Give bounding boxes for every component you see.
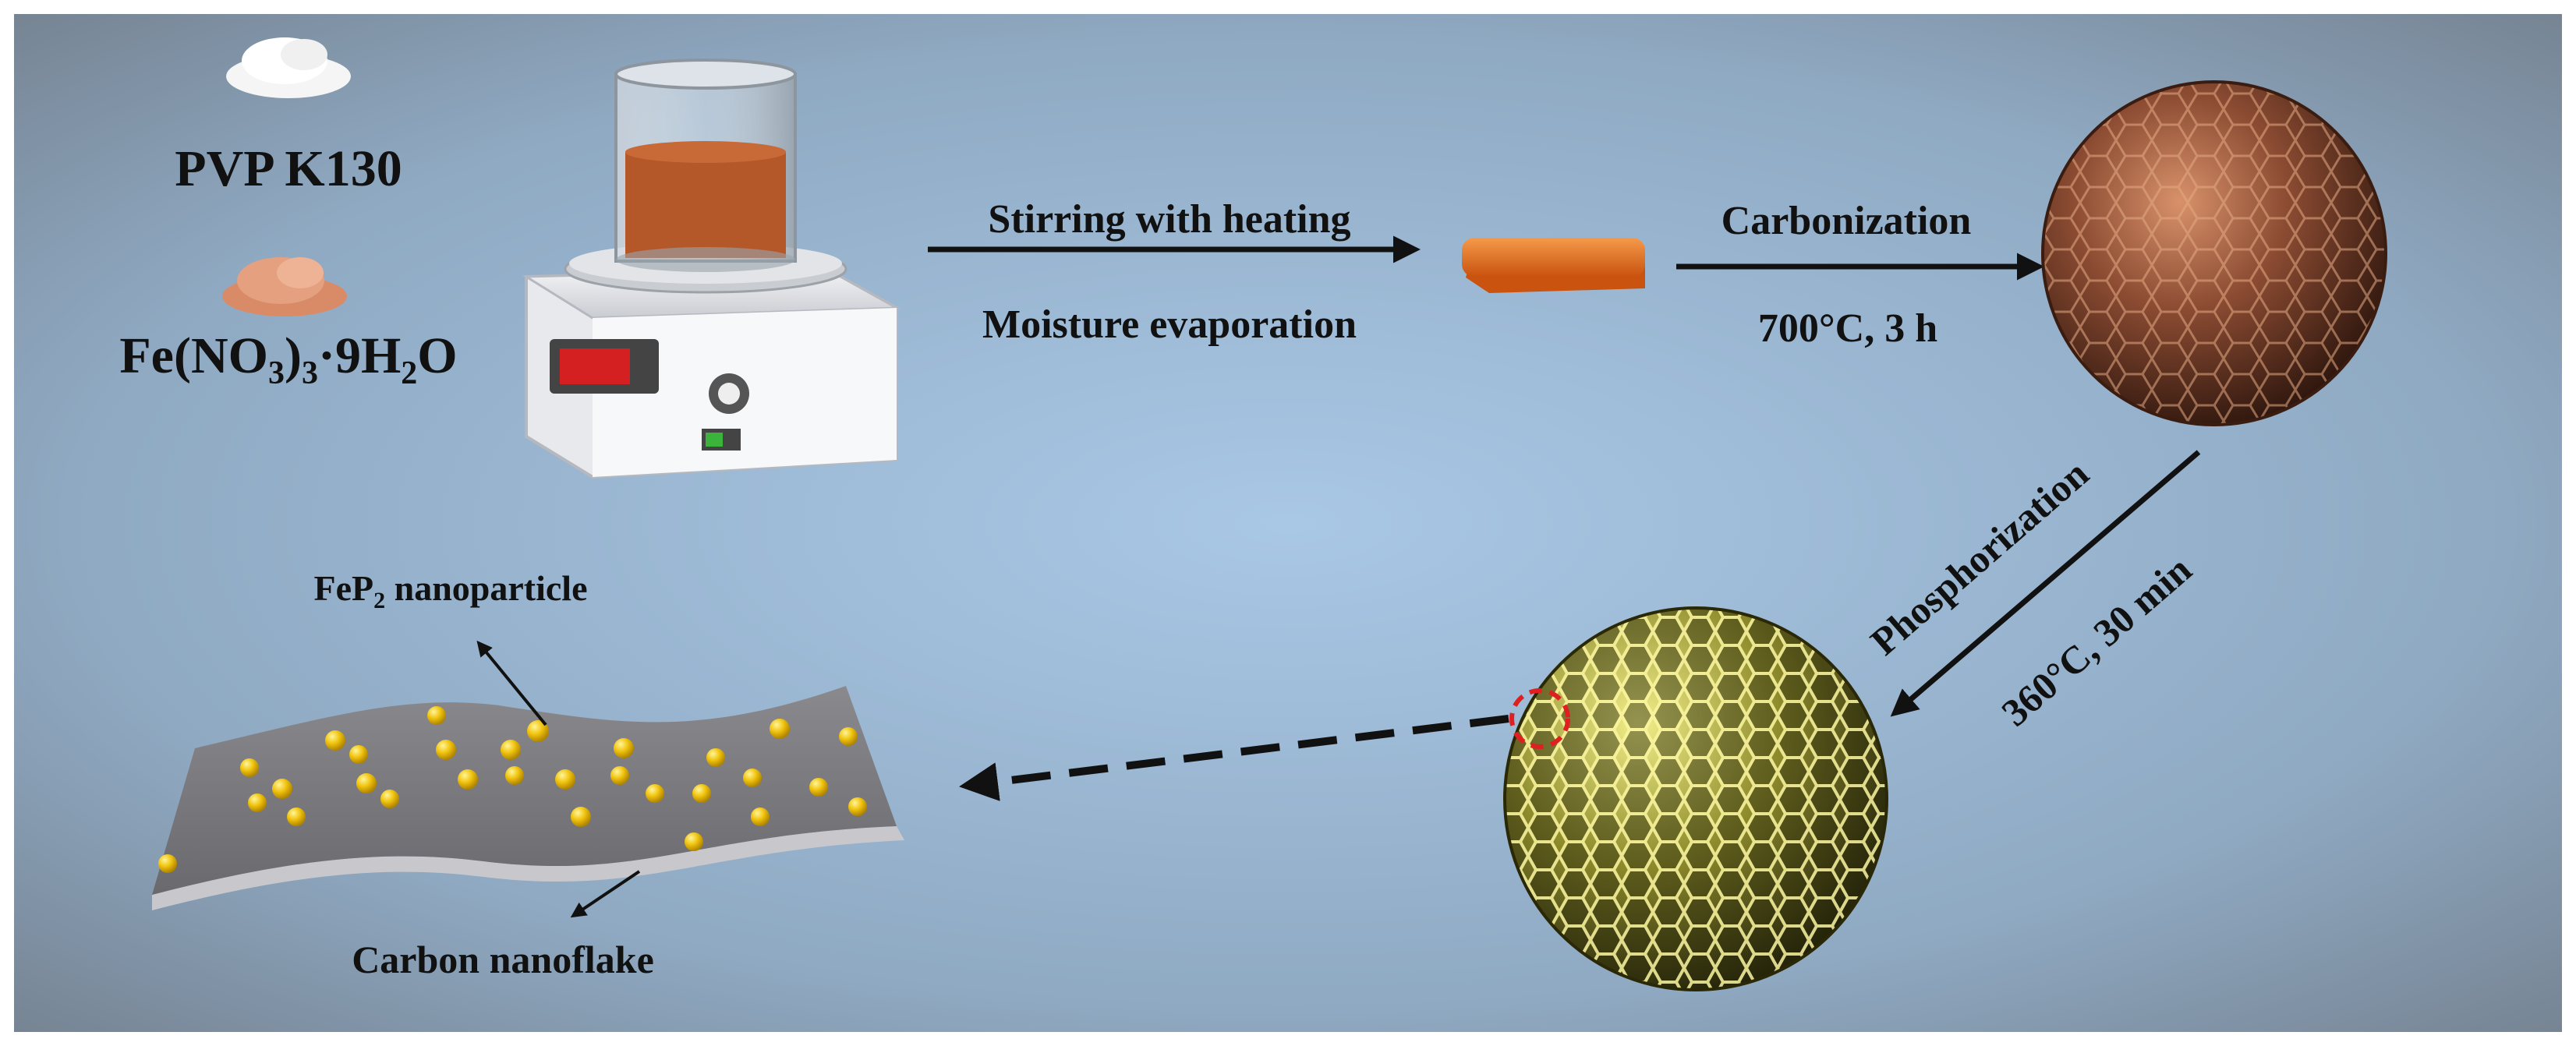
display-panel (560, 348, 630, 384)
iron-nitrate-powder-icon (222, 257, 347, 316)
particle-label: FeP2 nanoparticle (313, 568, 587, 613)
step2-bottom-label: 700°C, 3 h (1758, 306, 1937, 351)
flake-pointer-arrow (570, 870, 641, 918)
highlight-ring (1509, 688, 1570, 749)
step1-top-label: Stirring with heating (988, 197, 1350, 242)
switch-icon (706, 433, 723, 447)
dashed-arrow-icon (959, 715, 1509, 801)
pvp-powder-icon (226, 37, 351, 98)
particle-pointer-arrow (476, 640, 547, 726)
beaker-icon (614, 58, 797, 272)
step1-bottom-label: Moisture evaporation (982, 302, 1357, 347)
brick-icon (1462, 238, 1645, 293)
precursor-2-label: Fe(NO3)3·9H2O (119, 327, 457, 391)
carbon-sphere-icon (2041, 80, 2387, 426)
solution-fill (625, 152, 786, 258)
hotplate-icon (522, 243, 901, 479)
phosphide-sphere-icon (1503, 606, 1888, 991)
precursor-1-label: PVP K130 (175, 140, 402, 197)
flake-label: Carbon nanoflake (352, 938, 654, 981)
step2-top-label: Carbonization (1721, 199, 1972, 243)
fep2-nanoparticles (158, 706, 867, 873)
arrow-phosphorization (1890, 450, 2201, 717)
